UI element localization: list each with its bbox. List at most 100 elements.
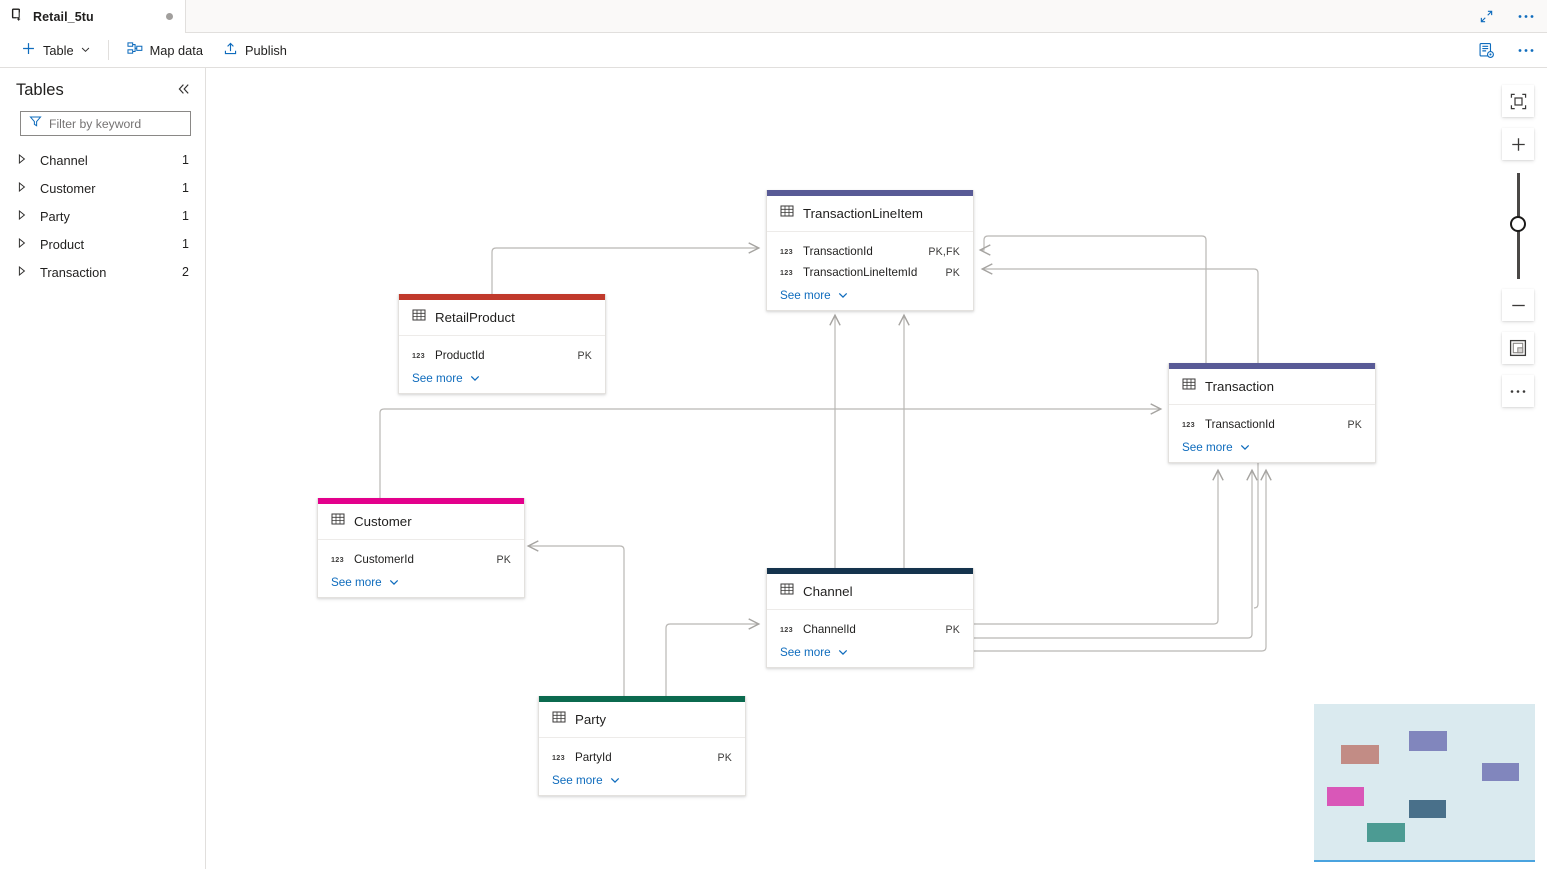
publish-button[interactable]: Publish <box>214 36 296 64</box>
table-node-accent-bar <box>399 294 605 300</box>
see-more-button[interactable]: See more <box>399 366 605 385</box>
column-name: TransactionId <box>803 245 873 258</box>
command-bar-more-options-icon[interactable] <box>1513 38 1539 64</box>
expand-diagonal-icon[interactable] <box>1473 4 1499 30</box>
tab-more-options-icon[interactable] <box>1513 4 1539 30</box>
see-more-button[interactable]: See more <box>318 570 524 589</box>
table-node-header[interactable]: Party <box>539 702 745 738</box>
column-key-badge: PK <box>1347 418 1362 431</box>
column-name: ProductId <box>435 349 485 362</box>
triangle-right-icon[interactable] <box>18 209 40 222</box>
link-channel-transaction-2 <box>972 468 1258 639</box>
column-name: TransactionLineItemId <box>803 266 918 279</box>
chevron-down-icon <box>838 290 848 302</box>
zoom-out-button[interactable] <box>1502 289 1534 321</box>
minimap-node-retailproduct <box>1341 745 1379 764</box>
link-party-customer <box>526 540 625 696</box>
table-node-title: Channel <box>803 584 853 599</box>
zoom-slider-thumb[interactable] <box>1510 216 1526 232</box>
database-add-icon <box>10 7 25 27</box>
minimap-node-channel <box>1409 800 1446 818</box>
see-more-button[interactable]: See more <box>1169 435 1375 454</box>
link-channel-transaction-3 <box>972 468 1272 652</box>
minimap-toggle-icon[interactable] <box>1502 332 1534 364</box>
table-node-header[interactable]: Customer <box>318 504 524 540</box>
map-data-label: Map data <box>149 42 203 58</box>
plus-icon <box>21 41 36 59</box>
column-name: CustomerId <box>354 553 414 566</box>
table-node-title: RetailProduct <box>435 310 515 325</box>
command-bar-actions <box>1473 33 1539 68</box>
sidebar-item-label: Party <box>40 208 70 224</box>
table-node-header[interactable]: RetailProduct <box>399 300 605 336</box>
table-node-header[interactable]: Transaction <box>1169 369 1375 405</box>
canvas-more-options-icon[interactable] <box>1502 375 1534 407</box>
table-icon <box>1182 377 1196 396</box>
tab-strip: Retail_5tu <box>0 0 1547 33</box>
triangle-right-icon[interactable] <box>18 153 40 166</box>
see-more-button[interactable]: See more <box>767 283 973 302</box>
canvas-minimap[interactable] <box>1314 704 1535 862</box>
tab-title: Retail_5tu <box>33 9 94 24</box>
map-data-button[interactable]: Map data <box>118 36 212 64</box>
zoom-in-button[interactable] <box>1502 128 1534 160</box>
table-node-title: TransactionLineItem <box>803 206 923 221</box>
command-separator <box>107 40 109 60</box>
sidebar-item-count: 1 <box>182 181 189 195</box>
add-table-button[interactable]: Table <box>12 36 99 64</box>
table-node-header[interactable]: Channel <box>767 574 973 610</box>
column-key-badge: PK <box>945 623 960 636</box>
fit-to-screen-icon[interactable] <box>1502 85 1534 117</box>
see-more-label: See more <box>1182 441 1233 454</box>
chevron-double-left-icon[interactable] <box>177 82 191 99</box>
tab-retail-5tu[interactable]: Retail_5tu <box>0 0 186 33</box>
search-input[interactable] <box>49 116 182 131</box>
filter-by-keyword-box[interactable] <box>20 111 191 136</box>
document-settings-icon[interactable] <box>1473 38 1499 64</box>
triangle-right-icon[interactable] <box>18 237 40 250</box>
number-type-icon: 123 <box>1182 420 1195 429</box>
chevron-down-icon <box>1240 442 1250 454</box>
table-node-header[interactable]: TransactionLineItem <box>767 196 973 232</box>
see-more-button[interactable]: See more <box>539 768 745 787</box>
tab-unsaved-indicator <box>166 13 173 20</box>
table-node-title: Customer <box>354 514 412 529</box>
see-more-button[interactable]: See more <box>767 640 973 659</box>
triangle-right-icon[interactable] <box>18 265 40 278</box>
minimap-node-transaction <box>1482 763 1519 781</box>
sidebar-item-count: 1 <box>182 153 189 167</box>
number-type-icon: 123 <box>552 753 565 762</box>
table-icon <box>331 512 345 531</box>
link-customer-transaction <box>379 403 1163 498</box>
triangle-right-icon[interactable] <box>18 181 40 194</box>
see-more-label: See more <box>780 646 831 659</box>
tables-panel: Tables Channel1Customer1Party1Product1Tr… <box>0 68 206 869</box>
table-icon <box>780 582 794 601</box>
zoom-slider[interactable] <box>1502 171 1534 281</box>
column-name: ChannelId <box>803 623 856 636</box>
number-type-icon: 123 <box>780 247 793 256</box>
see-more-label: See more <box>552 774 603 787</box>
link-retailproduct-transactionlineitem <box>491 242 761 294</box>
